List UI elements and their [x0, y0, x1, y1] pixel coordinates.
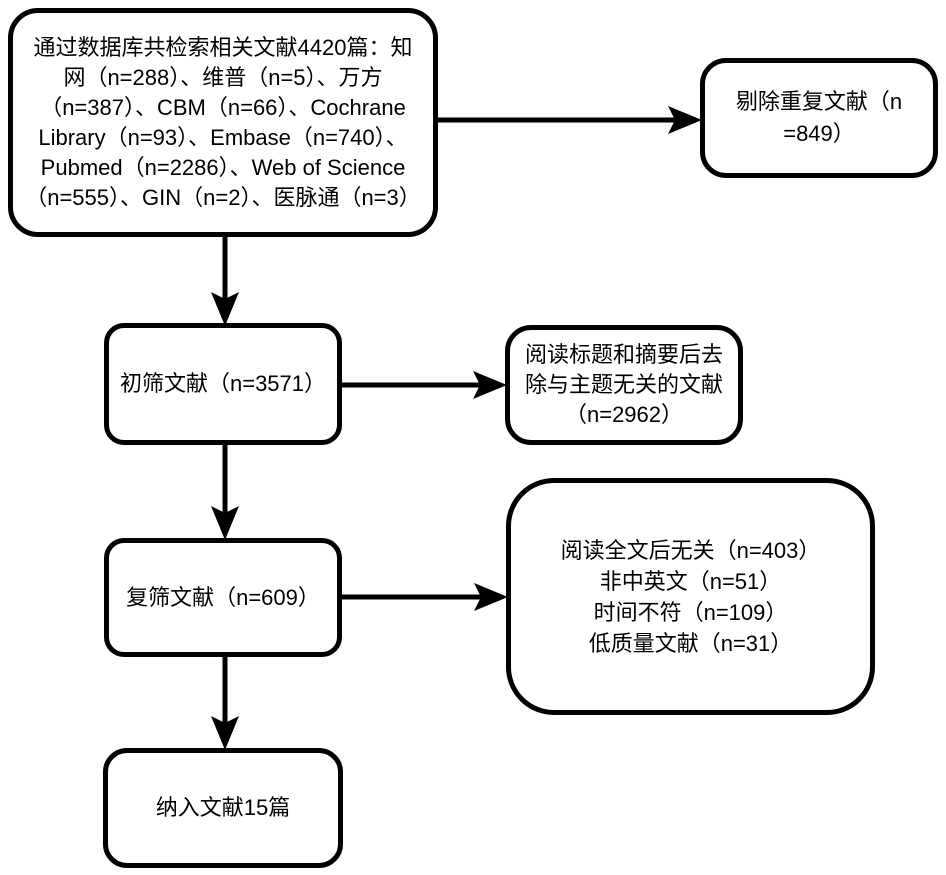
box-title-abstract-exclusion-line: 除与主题无关的文献 [524, 372, 723, 397]
box-included-studies: 纳入文献15篇 [103, 748, 343, 868]
box-title-abstract-exclusion: 阅读标题和摘要后去 除与主题无关的文献 （n=2962） [505, 325, 743, 445]
box-remove-duplicates-line: 剔除重复文献（n [735, 89, 903, 114]
box-title-abstract-exclusion-line: （n=2962） [564, 402, 684, 427]
box-remove-duplicates-line: =849） [783, 121, 855, 146]
box-remove-duplicates: 剔除重复文献（n =849） [700, 58, 938, 178]
box-database-search: 通过数据库共检索相关文献4420篇：知 网（n=288）、维普（n=5）、万方 … [8, 8, 438, 237]
arrow-rescreen-to-fulltext [342, 583, 508, 611]
box-fulltext-exclusion-line: 非中英文（n=51） [599, 568, 782, 594]
arrow-initial-to-title-abstract [342, 371, 507, 399]
box-initial-screening: 初筛文献（n=3571） [104, 323, 342, 445]
arrow-search-to-initial [211, 237, 239, 326]
box-fulltext-exclusion-line: 低质量文献（n=31） [588, 630, 793, 656]
box-initial-screening-line: 初筛文献（n=3571） [119, 371, 327, 396]
box-database-search-line: （n=387）、CBM（n=66）、Cochrane [40, 94, 406, 120]
box-fulltext-exclusion-line: 时间不符（n=109） [593, 599, 788, 625]
box-included-studies-line: 纳入文献15篇 [155, 795, 291, 820]
box-database-search-line: 通过数据库共检索相关文献4420篇：知 [33, 34, 413, 60]
box-database-search-line: （n=555）、GIN（n=2）、医脉通（n=3） [25, 184, 421, 210]
arrow-rescreen-to-included [211, 657, 239, 750]
box-title-abstract-exclusion-line: 阅读标题和摘要后去 [524, 342, 723, 367]
box-fulltext-exclusion: 阅读全文后无关（n=403） 非中英文（n=51） 时间不符（n=109） 低质… [506, 478, 875, 715]
box-second-screening-line: 复筛文献（n=609） [126, 584, 320, 610]
box-database-search-line: Pubmed（n=2286）、Web of Science [40, 154, 406, 180]
box-second-screening: 复筛文献（n=609） [104, 538, 342, 657]
arrow-initial-to-rescreen [211, 445, 239, 540]
box-database-search-line: Library（n=93）、Embase（n=740）、 [38, 124, 408, 150]
box-database-search-line: 网（n=288）、维普（n=5）、万方 [63, 64, 383, 90]
box-fulltext-exclusion-line: 阅读全文后无关（n=403） [560, 537, 821, 563]
arrow-search-to-duplicates [438, 106, 702, 134]
